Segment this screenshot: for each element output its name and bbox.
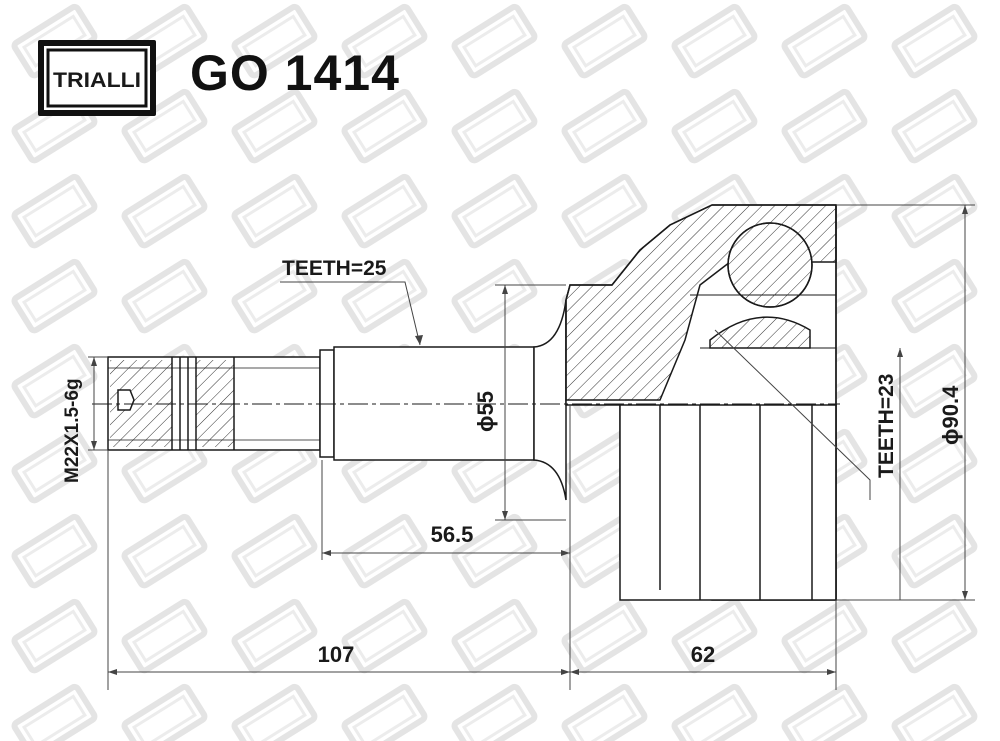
dimensions [88,204,975,690]
logo-text: TRIALLI [53,69,141,92]
part-number-title: GO 1414 [190,45,400,101]
bell-housing [565,204,837,601]
body-diameter-label: ϕ90.4 [938,385,963,445]
brand-logo: TRIALLI [38,40,156,116]
length-total-label: 107 [318,642,355,667]
shaft-diameter-label: ϕ55 [473,391,498,432]
teeth-inner-label: TEETH=23 [875,374,898,478]
thread-label: M22X1.5-6g [62,378,83,483]
dimension-arrows [91,205,968,675]
length-body-label: 62 [691,642,715,667]
teeth-outer-label: TEETH=25 [282,257,387,280]
length-shaft-label: 56.5 [431,522,474,547]
